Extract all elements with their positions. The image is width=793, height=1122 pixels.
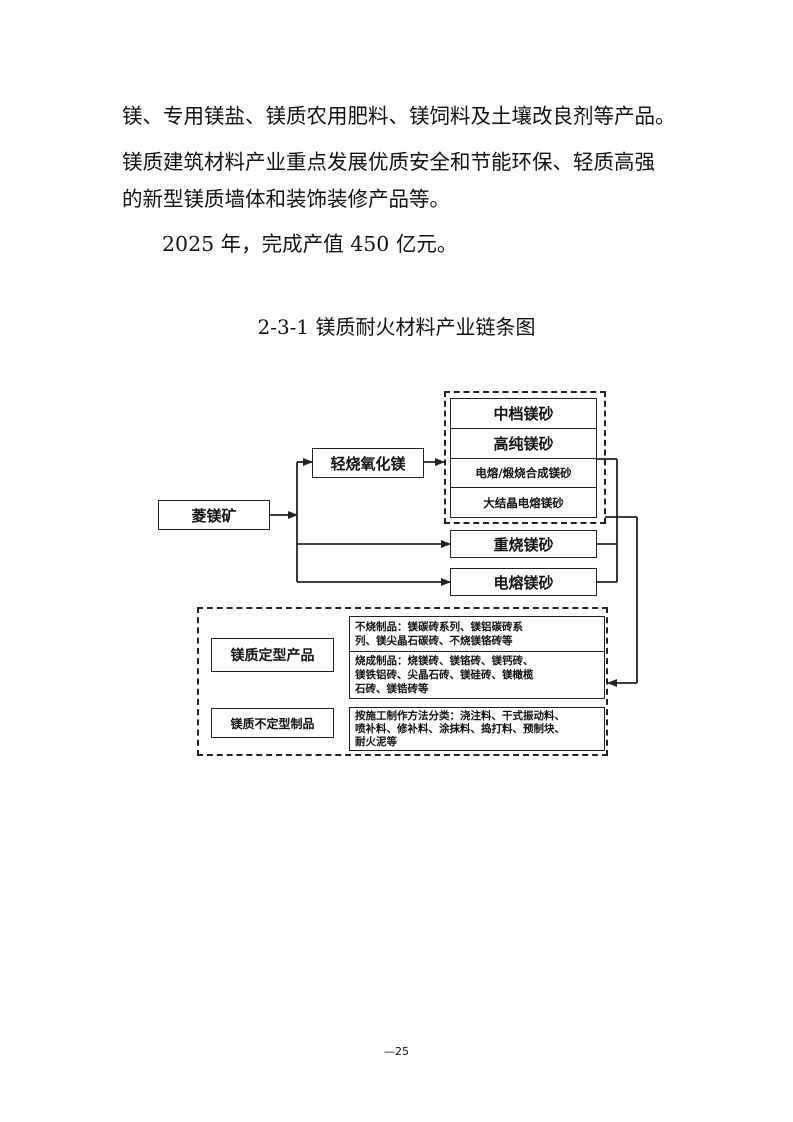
page-number: —25 (384, 1045, 409, 1058)
fired-products-line-1: 烧成制品：烧镁砖、镁铬砖、镁钙砖、 (355, 655, 534, 667)
fired-products-line-2: 镁铁铝砖、尖晶石砖、镁硅砖、镁橄榄 (355, 669, 534, 681)
unfired-products-line-1: 不烧制品：镁碳砖系列、镁铝碳砖系 (355, 621, 523, 633)
source-magnesite-box: 菱镁矿 (158, 500, 270, 530)
shaped-products-label: 镁质定型产品 (230, 648, 315, 664)
fused-sintered-synthetic-magnesia: 电熔/煅烧合成镁砂 (451, 459, 596, 488)
light-burned-magnesia-box: 轻烧氧化镁 (312, 448, 424, 478)
source-magnesite-label: 菱镁矿 (191, 506, 237, 525)
paragraph-line-1: 镁、专用镁盐、镁质农用肥料、镁饲料及土壤改良剂等产品。 (122, 104, 676, 128)
fused-magnesia-box: 电熔镁砂 (450, 568, 597, 596)
light-burned-magnesia-label: 轻烧氧化镁 (330, 454, 406, 473)
shaped-products-box: 镁质定型产品 (211, 638, 334, 672)
medium-grade-magnesia: 中档镁砂 (451, 399, 596, 429)
unshaped-products-box: 镁质不定型制品 (211, 708, 334, 738)
unshaped-products-detail: 按施工制作方法分类：浇注料、干式振动料、 喷补料、修补料、涂抹料、捣打料、预制块… (349, 707, 605, 751)
detail-divider (350, 651, 604, 652)
unshaped-products-label: 镁质不定型制品 (230, 716, 315, 731)
magnesia-group-frame (444, 391, 606, 524)
figure-title: 2-3-1 镁质耐火材料产业链条图 (257, 315, 536, 339)
shaped-products-detail: 不烧制品：镁碳砖系列、镁铝碳砖系 列、镁尖晶石碳砖、不烧镁铬砖等 烧成制品：烧镁… (349, 616, 605, 699)
fused-magnesia-label: 电熔镁砂 (493, 573, 554, 592)
paragraph-line-3: 的新型镁质墙体和装饰装修产品等。 (122, 187, 450, 211)
dead-burned-magnesia-label: 重烧镁砂 (493, 535, 554, 554)
unshaped-detail-line-2: 喷补料、修补料、涂抹料、捣打料、预制块、 (355, 723, 565, 735)
paragraph-line-2: 镁质建筑材料产业重点发展优质安全和节能环保、轻质高强 (122, 150, 655, 174)
paragraph-output-value: 2025 年，完成产值 450 亿元。 (162, 232, 458, 256)
fired-products-line-3: 石砖、镁锆砖等 (355, 683, 429, 695)
magnesia-group: 中档镁砂 高纯镁砂 电熔/煅烧合成镁砂 大结晶电熔镁砂 (450, 398, 597, 518)
unshaped-detail-line-3: 耐火泥等 (355, 736, 397, 748)
dead-burned-magnesia-box: 重烧镁砂 (450, 530, 597, 558)
unfired-products-line-2: 列、镁尖晶石碳砖、不烧镁铬砖等 (355, 635, 513, 647)
unshaped-detail-line-1: 按施工制作方法分类：浇注料、干式振动料、 (355, 710, 565, 722)
high-purity-magnesia: 高纯镁砂 (451, 429, 596, 459)
products-frame (197, 607, 608, 756)
large-crystal-fused-magnesia: 大结晶电熔镁砂 (483, 495, 564, 510)
